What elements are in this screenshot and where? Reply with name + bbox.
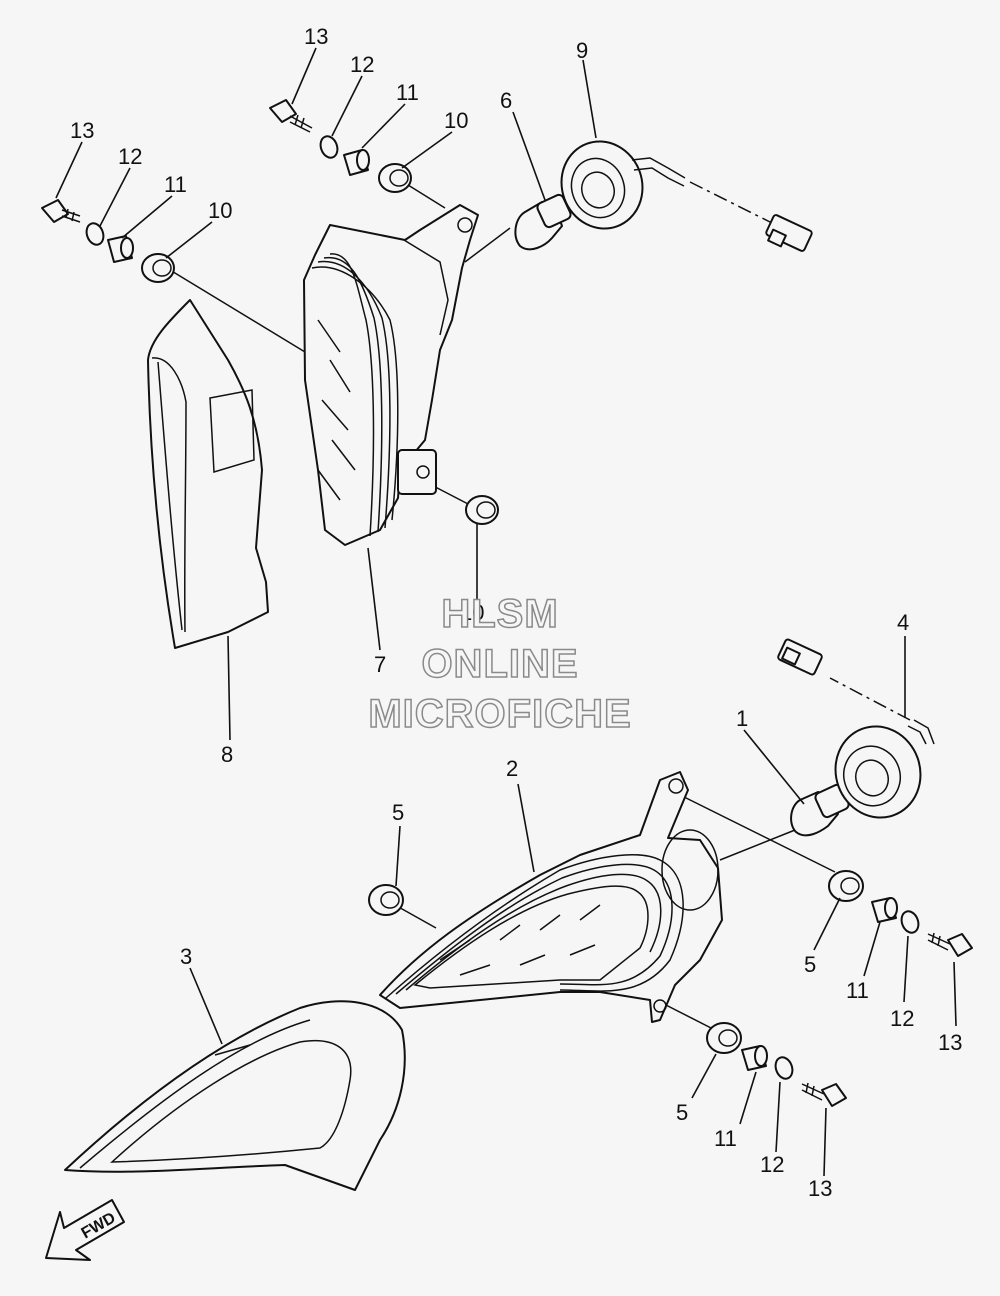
callout-7: 7 bbox=[374, 652, 386, 677]
lens-cover-3 bbox=[64, 1000, 406, 1191]
grommet-10-lower bbox=[465, 495, 499, 525]
callout-11-right: 11 bbox=[846, 978, 869, 1003]
bolt-13-lower bbox=[801, 1082, 847, 1107]
washer-12-left bbox=[85, 222, 105, 246]
bolt-13-upper bbox=[269, 99, 313, 133]
callout-10-left: 10 bbox=[208, 198, 232, 223]
grommet-10-left bbox=[141, 253, 175, 283]
bolt-13-left bbox=[41, 199, 81, 223]
callout-13-lower: 13 bbox=[808, 1176, 832, 1201]
lens-cover-8 bbox=[147, 299, 269, 649]
callout-12-left: 12 bbox=[118, 144, 142, 169]
callout-3: 3 bbox=[180, 944, 192, 969]
callout-5-lower: 5 bbox=[676, 1100, 688, 1125]
flasher-light-housing-7 bbox=[303, 204, 479, 546]
callout-11-left: 11 bbox=[164, 172, 187, 197]
callout-13-upper: 13 bbox=[304, 24, 328, 49]
callout-2: 2 bbox=[506, 756, 518, 781]
watermark-line-1: HLSM bbox=[441, 591, 559, 637]
collar-11-left bbox=[107, 235, 134, 263]
grommet-5-right bbox=[828, 870, 864, 902]
callout-10-upper: 10 bbox=[444, 108, 468, 133]
callout-numbers: 9 6 13 12 11 10 13 12 11 10 10 7 8 4 1 2… bbox=[70, 24, 962, 1201]
callout-12-right: 12 bbox=[890, 1006, 914, 1031]
grommet-5-upper bbox=[368, 884, 404, 916]
callout-13-right: 13 bbox=[938, 1030, 962, 1055]
bulb-6 bbox=[514, 193, 572, 251]
grommet-5-lower bbox=[706, 1022, 742, 1054]
watermark-line-2: ONLINE bbox=[421, 641, 579, 687]
callout-11-lower: 11 bbox=[714, 1126, 737, 1151]
callout-4: 4 bbox=[897, 610, 909, 635]
leader-lines bbox=[55, 47, 957, 1177]
callout-12-lower: 12 bbox=[760, 1152, 784, 1177]
washer-12-right bbox=[900, 910, 920, 934]
callout-8: 8 bbox=[221, 742, 233, 767]
callout-1: 1 bbox=[736, 706, 748, 731]
upper-lamp-assembly bbox=[41, 99, 813, 649]
callout-9: 9 bbox=[576, 38, 588, 63]
callout-5-right: 5 bbox=[804, 952, 816, 977]
callout-12-upper: 12 bbox=[350, 52, 374, 77]
washer-12-upper bbox=[319, 135, 339, 159]
washer-12-lower bbox=[774, 1056, 794, 1080]
grommet-10-upper bbox=[378, 163, 412, 193]
watermark-line-3: MICROFICHE bbox=[368, 691, 632, 737]
bolt-13-right bbox=[927, 932, 973, 957]
collar-11-right bbox=[871, 897, 898, 923]
flasher-light-housing-2 bbox=[379, 771, 723, 1023]
socket-4 bbox=[777, 638, 935, 819]
callout-11-upper: 11 bbox=[396, 80, 419, 105]
callout-13-left: 13 bbox=[70, 118, 94, 143]
collar-11-upper bbox=[343, 149, 370, 176]
collar-11-lower bbox=[741, 1045, 768, 1071]
socket-9 bbox=[560, 140, 813, 252]
callout-5-upper: 5 bbox=[392, 800, 404, 825]
fwd-arrow: FWD bbox=[45, 1199, 125, 1261]
callout-6: 6 bbox=[500, 88, 512, 113]
callout-10-lower: 10 bbox=[460, 600, 484, 625]
